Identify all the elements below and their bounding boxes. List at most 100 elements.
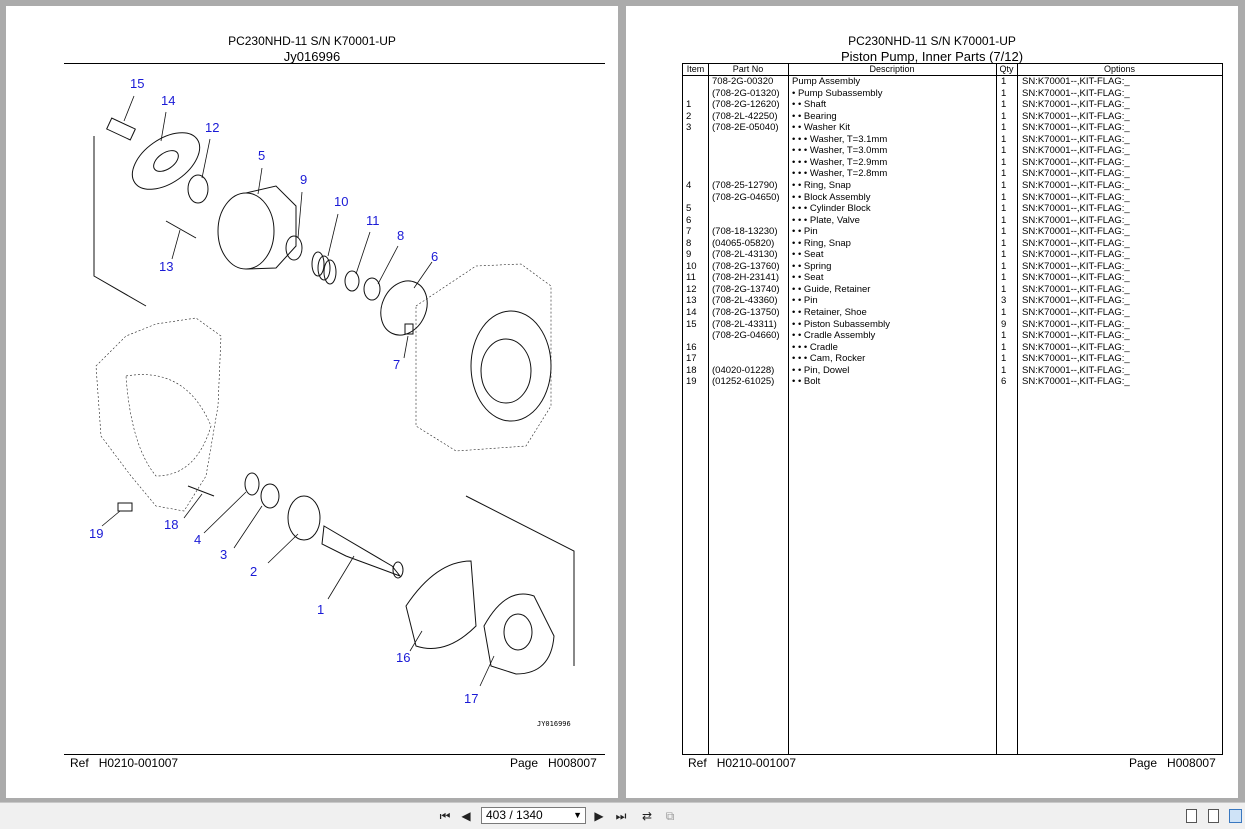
valve-block-drawing [415,263,552,452]
cell-item: 11 [686,272,696,284]
cell-part-no: (708-2G-13750) [712,307,780,318]
cell-item: 12 [686,283,697,295]
retainer-guide-drawing [187,174,209,204]
cell-description: Pump Assembly [792,76,861,87]
bearing-drawing [287,495,321,541]
cell-qty: 1 [1001,99,1007,111]
rotate-view-icon[interactable]: ⇄ [641,809,653,823]
drawing-id-label: JY016996 [537,720,571,728]
pump-case-drawing [93,136,222,512]
cell-options: SN:K70001--,KIT-FLAG:_ [1022,353,1130,365]
shaft-drawing [321,525,404,579]
pin-7-drawing [404,323,414,335]
cell-description: • Pump Subassembly [792,87,883,99]
snap-ring-2-drawing [244,472,260,496]
col-divider [708,64,709,754]
cell-part-no: (708-2L-43130) [712,249,778,261]
cell-description: • • Guide, Retainer [792,283,871,295]
header-description: Description [869,64,915,74]
cell-description: • • Bearing [792,110,837,122]
page-number-select[interactable]: 403 / 1340 ▼ [481,807,586,824]
cell-description: • • Cradle Assembly [792,330,876,342]
cell-qty: 1 [1001,272,1007,284]
callout-3: 3 [220,547,227,562]
cell-description: • • Spring [792,260,832,272]
cell-qty: 1 [1001,145,1007,157]
ref-value: H0210-001007 [716,756,797,770]
cell-qty: 1 [1001,191,1007,203]
cell-qty: 1 [1001,214,1007,226]
cell-item: 19 [686,376,697,388]
cell-description: • • Ring, Snap [792,179,851,191]
cell-part-no: (708-25-12790) [712,179,778,191]
first-page-icon[interactable]: ⏮ [439,809,451,823]
valve-plate-drawing [380,280,428,336]
cell-qty: 9 [1001,318,1007,330]
cell-part-no: (708-2L-42250) [712,110,778,122]
callout-12: 12 [205,120,219,135]
cell-description: • • • Cradle [792,341,838,353]
callout-15: 15 [130,76,144,91]
cell-qty: 1 [1001,87,1007,99]
page-label: Page [1129,756,1158,770]
last-page-icon[interactable]: ⏭ [615,809,627,823]
callout-leaders [101,95,495,687]
cell-part-no: (708-2E-05040) [712,122,779,134]
cell-description: • • • Cylinder Block [792,203,871,215]
continuous-page-icon[interactable] [1208,809,1219,823]
callout-9: 9 [300,172,307,187]
cell-options: SN:K70001--,KIT-FLAG:_ [1022,364,1130,376]
cell-options: SN:K70001--,KIT-FLAG:_ [1022,318,1130,330]
header-item: Item [686,64,705,74]
cell-item: 3 [686,122,692,134]
cell-qty: 1 [1001,179,1007,191]
cell-description: • • Piston Subassembly [792,318,891,330]
single-page-icon[interactable] [1186,809,1197,823]
page-value: H008007 [1167,756,1216,770]
next-page-icon[interactable]: ▶ [594,809,604,823]
left-page-subtitle: Jy016996 [283,49,341,64]
callout-1: 1 [317,602,324,617]
spring-drawing [311,251,337,285]
cell-options: SN:K70001--,KIT-FLAG:_ [1022,307,1130,318]
two-page-icon[interactable] [1229,809,1242,823]
cell-description: • • Retainer, Shoe [792,307,867,318]
cell-qty: 1 [1001,283,1007,295]
right-page: PC230NHD-11 S/N K70001-UP Piston Pump, I… [626,6,1238,798]
bolt-drawing [117,502,133,512]
cell-part-no: (708-2G-13740) [712,283,780,295]
cell-item: 14 [686,307,697,318]
cell-part-no: (708-2H-23141) [712,272,780,284]
callout-7: 7 [393,357,400,372]
cell-item: 8 [686,237,692,249]
cell-description: • • • Cam, Rocker [792,353,866,365]
viewer-toolbar: ⏮ ◀ 403 / 1340 ▼ ▶ ⏭ ⇄ ⧉ [0,802,1245,829]
cell-description: • • Block Assembly [792,191,871,203]
seat-2-drawing [344,270,360,292]
fit-width-icon[interactable]: ⧉ [665,809,675,823]
cell-options: SN:K70001--,KIT-FLAG:_ [1022,133,1130,145]
cell-item: 4 [686,179,692,191]
prev-page-icon[interactable]: ◀ [461,809,471,823]
cell-options: SN:K70001--,KIT-FLAG:_ [1022,87,1130,99]
cell-part-no: (708-2G-12620) [712,99,780,111]
cell-options: SN:K70001--,KIT-FLAG:_ [1022,376,1130,388]
cell-description: • • Pin [792,226,818,238]
cell-item: 9 [686,249,692,261]
callout-8: 8 [397,228,404,243]
callout-6: 6 [431,249,438,264]
